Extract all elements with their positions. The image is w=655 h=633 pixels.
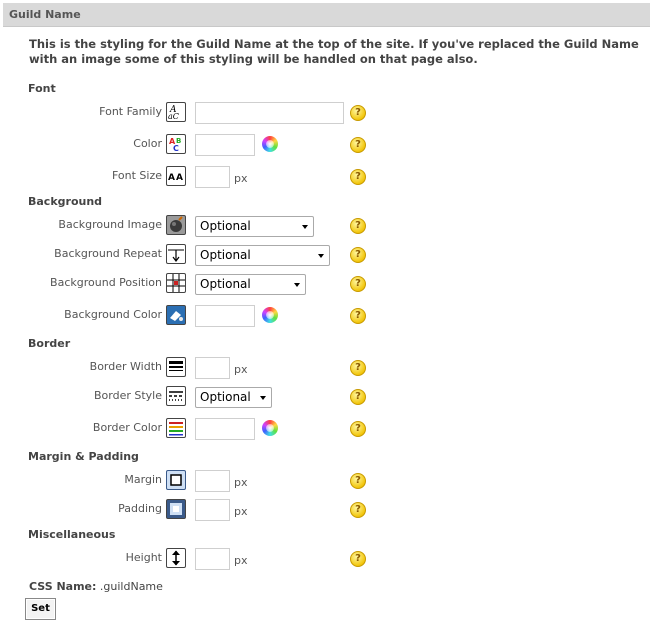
set-button[interactable]: Set [25,598,56,620]
padding-label: Padding [118,502,162,515]
padding-input[interactable] [195,499,230,521]
help-icon[interactable]: ? [350,276,366,292]
border-color-label: Border Color [92,421,162,434]
bg-repeat-label: Background Repeat [54,247,162,260]
section-margin-padding: Margin & Padding [28,450,139,463]
help-icon[interactable]: ? [350,551,366,567]
help-icon[interactable]: ? [350,389,366,405]
margin-label: Margin [124,473,162,486]
svg-text:A: A [168,173,175,183]
border-width-unit: px [234,363,248,376]
help-icon[interactable]: ? [350,105,366,121]
border-color-input[interactable] [195,418,255,440]
bg-repeat-select[interactable]: Optional [195,245,330,266]
bg-position-label: Background Position [50,276,162,289]
panel-header: Guild Name [3,3,650,27]
help-icon[interactable]: ? [350,169,366,185]
margin-icon [166,470,186,490]
color-wheel-icon[interactable] [262,307,278,323]
css-name-value: .guildName [99,580,163,593]
section-background: Background [28,195,103,208]
section-font: Font [28,82,56,95]
help-icon[interactable]: ? [350,137,366,153]
bg-image-label: Background Image [58,218,162,231]
height-label: Height [125,551,162,564]
chevron-down-icon [318,254,324,258]
height-unit: px [234,554,248,567]
help-icon[interactable]: ? [350,308,366,324]
svg-text:B: B [176,137,181,145]
padding-icon [166,499,186,519]
help-icon[interactable]: ? [350,473,366,489]
section-miscellaneous: Miscellaneous [28,528,116,541]
svg-text:aC: aC [168,112,179,121]
css-name-label: CSS Name: [29,580,97,593]
color-label: Color [133,137,162,150]
bg-color-label: Background Color [64,308,162,321]
help-icon[interactable]: ? [350,247,366,263]
svg-text:A: A [169,105,177,115]
bg-position-select[interactable]: Optional [195,274,306,295]
margin-input[interactable] [195,470,230,492]
svg-text:A: A [176,173,183,183]
chevron-down-icon [260,396,266,400]
description-text: This is the styling for the Guild Name a… [29,37,639,66]
help-icon[interactable]: ? [350,421,366,437]
chevron-down-icon [294,283,300,287]
border-width-label: Border Width [89,360,162,373]
border-style-icon [166,386,186,406]
bg-position-selected: Optional [200,277,251,291]
bg-image-selected: Optional [200,219,251,233]
background-color-icon [166,305,186,325]
border-style-selected: Optional [200,390,251,404]
height-input[interactable] [195,548,230,570]
font-family-label: Font Family [99,105,162,118]
bg-color-input[interactable] [195,305,255,327]
svg-text:C: C [173,144,179,153]
margin-unit: px [234,476,248,489]
font-size-unit: px [234,172,248,185]
height-icon [166,548,186,568]
border-style-select[interactable]: Optional [195,387,272,408]
font-family-input[interactable] [195,102,344,124]
color-input[interactable] [195,134,255,156]
color-wheel-icon[interactable] [262,420,278,436]
border-style-label: Border Style [93,389,162,402]
css-name-row: CSS Name: .guildName [29,580,163,593]
help-icon[interactable]: ? [350,502,366,518]
help-icon[interactable]: ? [350,218,366,234]
font-size-label: Font Size [111,169,162,182]
font-size-input[interactable] [195,166,230,188]
color-wheel-icon[interactable] [262,136,278,152]
chevron-down-icon [302,225,308,229]
background-image-icon [166,215,186,235]
bg-repeat-selected: Optional [200,248,251,262]
bg-image-select[interactable]: Optional [195,216,314,237]
background-position-icon [166,273,186,293]
background-repeat-icon [166,244,186,264]
border-width-icon [166,357,186,377]
help-icon[interactable]: ? [350,360,366,376]
padding-unit: px [234,505,248,518]
border-color-icon [166,418,186,438]
svg-text:A: A [169,137,176,146]
section-border: Border [28,337,71,350]
border-width-input[interactable] [195,357,230,379]
panel-title: Guild Name [9,8,81,21]
